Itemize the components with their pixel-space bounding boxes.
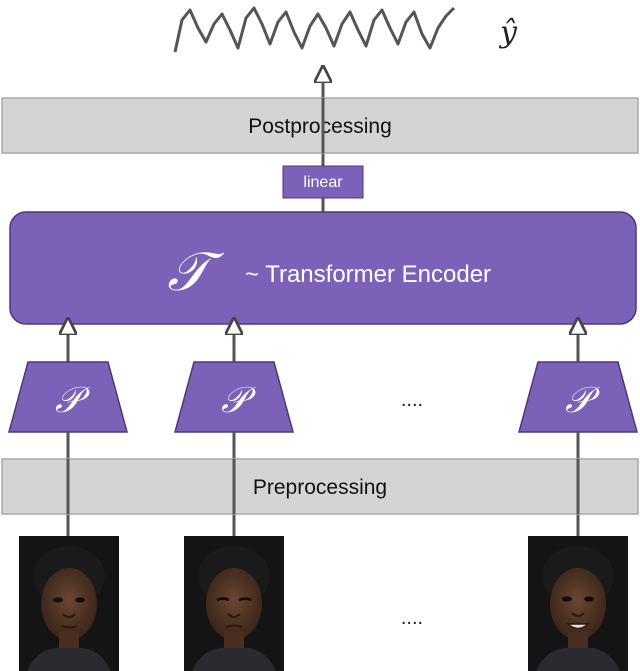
projection-block-3: 𝒫 [518, 361, 638, 433]
face-frame-3 [528, 536, 628, 671]
postprocessing-band [1, 97, 639, 154]
transformer-encoder-block [9, 211, 637, 325]
projection-ellipsis: .... [401, 389, 423, 411]
projection-block-1: 𝒫 [8, 361, 128, 433]
preprocessing-label: Preprocessing [253, 476, 387, 499]
output-label: ŷ [498, 15, 518, 50]
projection-block-2: 𝒫 [174, 361, 294, 433]
encoder-label: ~ Transformer Encoder [245, 261, 491, 288]
postprocessing-label: Postprocessing [248, 115, 392, 138]
preprocessing-band [1, 458, 639, 515]
linear-box [282, 165, 364, 199]
output-waveform [173, 6, 456, 53]
face-frame-1 [19, 536, 119, 671]
linear-label: linear [303, 174, 343, 191]
face-frame-2 [184, 536, 284, 671]
frames-ellipsis: .... [401, 607, 423, 629]
